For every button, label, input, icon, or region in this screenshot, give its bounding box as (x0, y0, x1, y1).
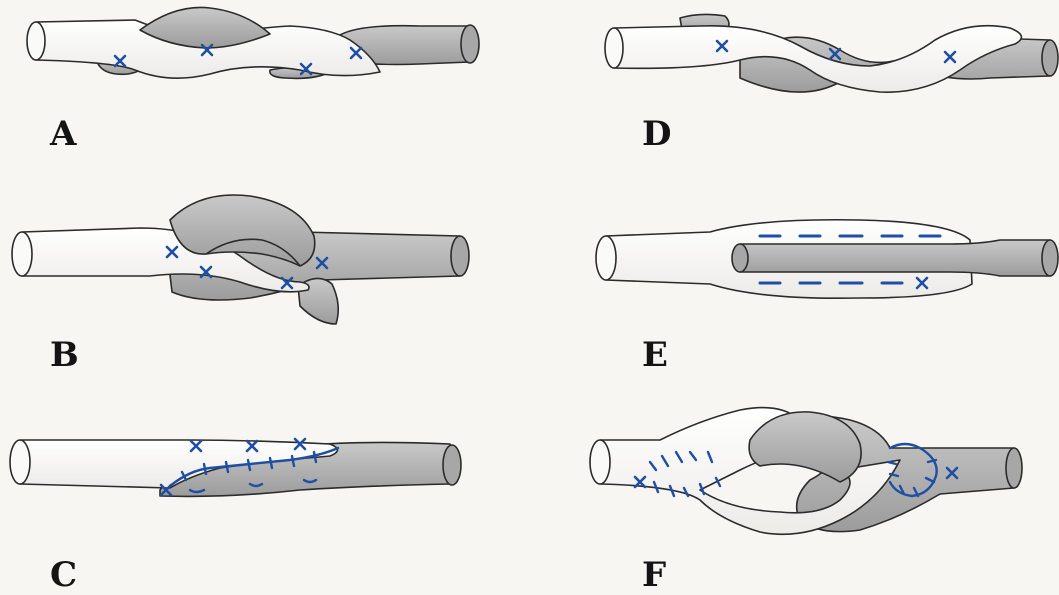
panel-b-drawing (12, 195, 469, 324)
panel-a-drawing (27, 7, 479, 78)
panel-label-a: A (50, 117, 76, 151)
panel-label-d: D (642, 117, 671, 151)
panel-e-gray-tendon (740, 240, 1054, 276)
panel-e-drawing (596, 220, 1058, 298)
panel-label-b: B (50, 338, 79, 372)
panel-c-drawing (10, 439, 461, 496)
panel-f-drawing (590, 408, 1022, 535)
panel-d-drawing (605, 14, 1058, 92)
panel-label-f: F (642, 558, 666, 592)
panel-label-e: E (642, 338, 668, 372)
panel-label-c: C (50, 558, 77, 592)
